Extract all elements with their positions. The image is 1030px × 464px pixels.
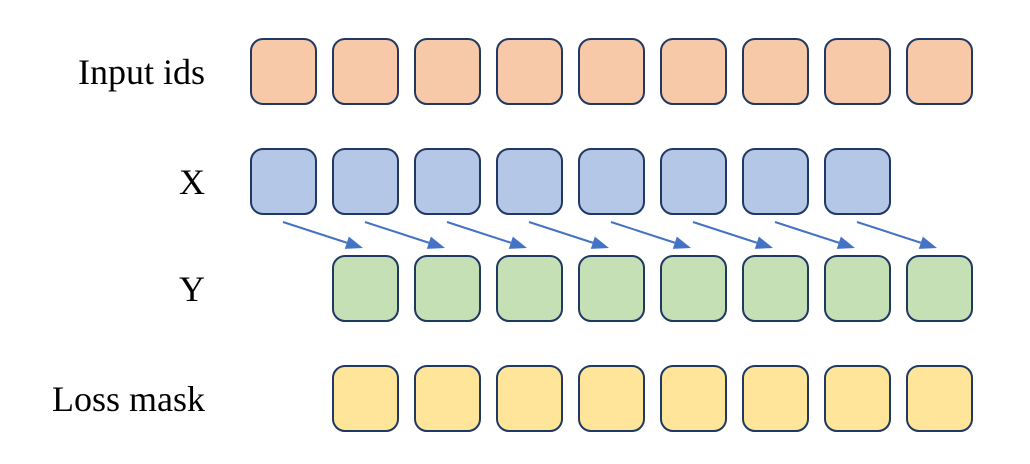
token-cell-input-ids [250, 38, 317, 105]
token-cell-loss-mask [742, 365, 809, 432]
token-cell-y [824, 255, 891, 322]
shift-arrow-shaft [774, 221, 840, 244]
shift-arrow [364, 221, 445, 249]
token-cell-y [742, 255, 809, 322]
shift-arrow-head [836, 236, 855, 249]
row-label-x: X [179, 162, 205, 202]
token-cell-input-ids [824, 38, 891, 105]
shift-arrow-shaft [528, 221, 594, 244]
row-label-y: Y [179, 269, 205, 309]
token-cell-y [578, 255, 645, 322]
shift-arrow-head [344, 236, 363, 249]
token-cell-x [496, 148, 563, 215]
token-cell-input-ids [906, 38, 973, 105]
token-cell-loss-mask [660, 365, 727, 432]
token-cell-input-ids [578, 38, 645, 105]
token-cell-input-ids [332, 38, 399, 105]
token-cell-x [660, 148, 727, 215]
shift-arrow-head [426, 236, 445, 249]
token-cell-input-ids [496, 38, 563, 105]
token-cell-input-ids [660, 38, 727, 105]
token-cell-x [414, 148, 481, 215]
token-cell-input-ids [414, 38, 481, 105]
token-cell-loss-mask [578, 365, 645, 432]
token-cell-x [824, 148, 891, 215]
token-cell-y [906, 255, 973, 322]
token-cell-x [332, 148, 399, 215]
shift-arrow [774, 221, 855, 249]
token-cell-y [660, 255, 727, 322]
token-cell-y [332, 255, 399, 322]
shift-arrow-shaft [610, 221, 676, 244]
token-cell-loss-mask [824, 365, 891, 432]
shift-arrow-head [672, 236, 691, 249]
token-cell-x [578, 148, 645, 215]
token-cell-x [742, 148, 809, 215]
shift-arrow-shaft [446, 221, 512, 244]
shift-arrow [528, 221, 609, 249]
shift-arrow-head [590, 236, 609, 249]
shift-arrow-shaft [692, 221, 758, 244]
token-cell-y [496, 255, 563, 322]
shift-arrow [692, 221, 773, 249]
shift-arrow-head [508, 236, 527, 249]
shift-arrow [856, 221, 937, 249]
row-label-input-ids: Input ids [77, 52, 205, 92]
shift-arrow-head [754, 236, 773, 249]
shift-arrow [282, 221, 363, 249]
token-cell-loss-mask [906, 365, 973, 432]
token-cell-loss-mask [496, 365, 563, 432]
token-cell-y [414, 255, 481, 322]
token-cell-x [250, 148, 317, 215]
token-cell-input-ids [742, 38, 809, 105]
token-cell-loss-mask [332, 365, 399, 432]
shift-arrow-shaft [282, 221, 348, 244]
shift-arrow-shaft [856, 221, 922, 244]
row-label-loss-mask: Loss mask [52, 379, 205, 419]
shift-arrow-shaft [364, 221, 430, 244]
token-cell-loss-mask [414, 365, 481, 432]
shift-arrow [610, 221, 691, 249]
shift-arrow [446, 221, 527, 249]
shift-arrow-head [918, 236, 937, 249]
